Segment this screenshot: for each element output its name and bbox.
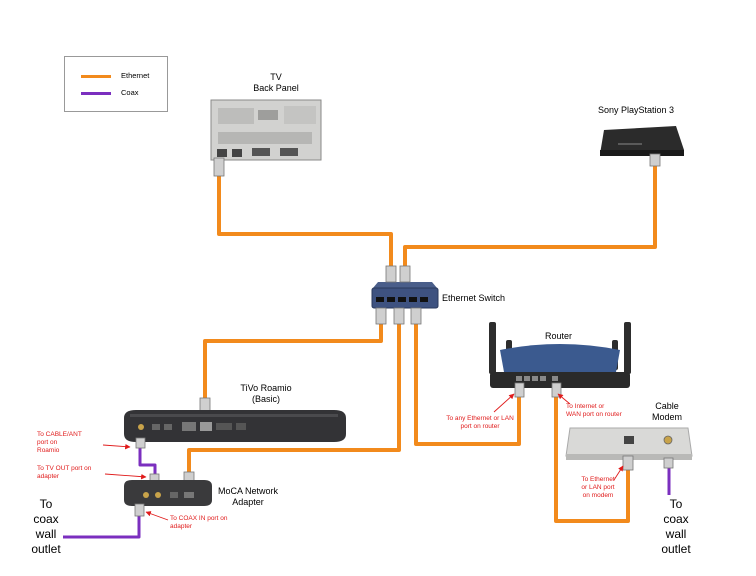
- roamio-label-line1: TiVo Roamio: [240, 383, 292, 393]
- tv-label-line2: Back Panel: [253, 83, 299, 93]
- tv-label: TV Back Panel: [236, 72, 316, 94]
- ethernet-switch: [371, 265, 439, 325]
- modem-label-line2: Modem: [651, 412, 682, 422]
- modem-label: Cable Modem: [642, 401, 692, 423]
- annotation-cable-ant-line2: port on: [37, 439, 58, 446]
- cable-router-to-modem: [554, 388, 630, 523]
- coax-cables: [63, 442, 671, 539]
- annotation-router-lan-line1: To any Ethernet or LAN: [446, 415, 514, 422]
- cable-switch-to-router: [414, 318, 521, 446]
- annotation-tv-out: To TV OUT port on adapter: [37, 465, 91, 481]
- tivo-roamio: [124, 397, 346, 449]
- roamio-label: TiVo Roamio (Basic): [226, 383, 306, 405]
- annotation-arrows: [102, 393, 624, 521]
- cable-modem: [565, 427, 693, 471]
- coax-wall-to-moca: [63, 512, 141, 539]
- annotation-cable-ant-line1: To CABLE/ANT: [37, 431, 82, 438]
- cable-tv-to-switch: [217, 175, 393, 268]
- arrow-modem-port: [613, 465, 624, 481]
- wall-outlet-right-line4: outlet: [661, 542, 691, 556]
- wall-outlet-right-label: To coax wall outlet: [654, 497, 698, 557]
- wall-outlet-left-label: To coax wall outlet: [26, 497, 66, 557]
- arrow-router-lan: [493, 393, 515, 413]
- annotation-tv-out-line2: adapter: [37, 473, 60, 480]
- tv-back-panel: [210, 99, 322, 177]
- tv-label-line1: TV: [270, 72, 282, 82]
- annotation-tv-out-line1: To TV OUT port on: [37, 465, 92, 472]
- coax-roamio-to-moca: [138, 442, 157, 478]
- router-label: Router: [545, 331, 573, 341]
- annotation-cable-ant-line3: Roamio: [37, 447, 60, 454]
- moca-label: MoCA Network Adapter: [210, 486, 286, 508]
- ethernet-cables: [187, 160, 657, 523]
- cable-switch-to-moca: [187, 318, 401, 476]
- annotation-router-wan-line2: WAN port on router: [566, 411, 622, 418]
- router: [489, 322, 631, 398]
- annotation-cable-ant: To CABLE/ANT port on Roamio: [37, 431, 82, 455]
- legend: Ethernet Coax: [64, 56, 168, 112]
- annotation-router-wan-line1: To Internet or: [566, 403, 605, 410]
- arrow-coax-in: [145, 511, 169, 521]
- wall-outlet-left-line1: To: [39, 497, 53, 511]
- cable-switch-to-roamio: [203, 318, 383, 402]
- arrow-cable-ant: [102, 443, 131, 450]
- moca-adapter: [124, 471, 212, 517]
- annotation-router-wan: To Internet or WAN port on router: [566, 403, 622, 419]
- switch-label: Ethernet Switch: [442, 293, 506, 303]
- wall-outlet-right-line1: To: [669, 497, 683, 511]
- annotation-router-lan-line2: port on router: [460, 423, 500, 430]
- wall-outlet-left-line4: outlet: [31, 542, 61, 556]
- modem-label-line1: Cable: [655, 401, 679, 411]
- annotation-router-lan: To any Ethernet or LAN port on router: [435, 415, 525, 431]
- annotation-coax-in-line1: To COAX IN port on: [170, 515, 228, 522]
- annotation-modem-port-line3: on modem: [582, 492, 614, 499]
- annotation-coax-in-line2: adapter: [170, 523, 193, 530]
- ps3-label: Sony PlayStation 3: [598, 105, 675, 115]
- moca-label-line1: MoCA Network: [217, 486, 279, 496]
- wall-outlet-left-line3: wall: [35, 527, 57, 541]
- annotation-modem-port: To Ethernet or LAN port on modem: [570, 476, 626, 500]
- moca-label-line2: Adapter: [232, 497, 264, 507]
- annotation-modem-port-line2: or LAN port: [581, 484, 615, 491]
- arrow-router-wan: [557, 393, 571, 405]
- arrow-tv-out: [104, 473, 147, 480]
- wall-outlet-left-line2: coax: [33, 512, 59, 526]
- annotation-coax-in: To COAX IN port on adapter: [170, 515, 227, 531]
- wall-outlet-right-line3: wall: [665, 527, 687, 541]
- legend-coax-label: Coax: [121, 88, 139, 97]
- wall-outlet-right-line2: coax: [663, 512, 689, 526]
- legend-ethernet-label: Ethernet: [121, 71, 150, 80]
- coax-swatch: [81, 92, 111, 95]
- annotation-modem-port-line1: To Ethernet: [581, 476, 615, 483]
- roamio-label-line2: (Basic): [251, 394, 280, 404]
- ps3-console: [600, 126, 684, 167]
- ethernet-swatch: [81, 75, 111, 78]
- cable-ps3-to-switch: [403, 160, 657, 268]
